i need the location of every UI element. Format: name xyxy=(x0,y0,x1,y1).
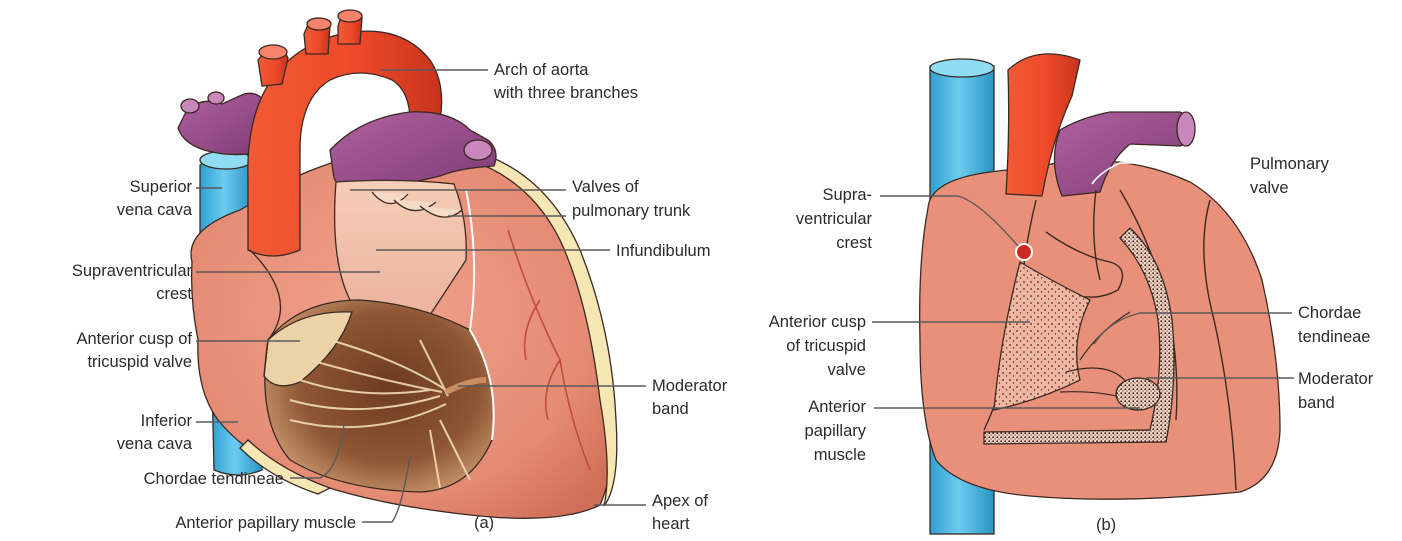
label-anterior-papillary-b-2: papillary xyxy=(805,422,867,440)
label-inferior-vena-cava-1: Inferior xyxy=(141,412,193,430)
label-arch-of-aorta-1: Arch of aorta xyxy=(494,61,589,79)
label-moderator-band-2: band xyxy=(652,400,689,418)
label-chordae-b-2: tendineae xyxy=(1298,328,1371,346)
label-valves-pulmonary-2: pulmonary trunk xyxy=(572,202,691,220)
label-infundibulum: Infundibulum xyxy=(616,242,710,260)
label-moderator-band-b-2: band xyxy=(1298,394,1335,412)
label-anterior-cusp-b-1: Anterior cusp xyxy=(769,313,866,331)
label-inferior-vena-cava-2: vena cava xyxy=(117,435,193,453)
label-anterior-cusp-1: Anterior cusp of xyxy=(76,330,192,348)
label-anterior-papillary-b-3: muscle xyxy=(814,446,866,464)
label-pulmonary-valve-1: Pulmonary xyxy=(1250,155,1330,173)
label-superior-vena-cava-2: vena cava xyxy=(117,201,193,219)
label-anterior-cusp-b-3: valve xyxy=(827,361,866,379)
label-supra-3: crest xyxy=(836,234,872,252)
label-moderator-band-b-1: Moderator xyxy=(1298,370,1374,388)
label-supraventricular-crest-2: crest xyxy=(156,285,192,303)
caption-a: (a) xyxy=(474,514,494,532)
panel-b-illustration xyxy=(920,54,1280,534)
label-chordae-tendineae-a: Chordae tendineae xyxy=(144,470,284,488)
label-valves-pulmonary-1: Valves of xyxy=(572,178,639,196)
label-supra-2: ventricular xyxy=(796,210,873,228)
label-chordae-b-1: Chordae xyxy=(1298,304,1361,322)
caption-b: (b) xyxy=(1096,516,1116,534)
label-anterior-papillary-b-1: Anterior xyxy=(808,398,866,416)
heart-body-b xyxy=(920,161,1280,500)
label-apex-of-heart-1: Apex of xyxy=(652,492,708,510)
label-anterior-papillary-muscle-a: Anterior papillary muscle xyxy=(175,514,356,532)
label-superior-vena-cava-1: Superior xyxy=(130,178,193,196)
label-pulmonary-valve-2: valve xyxy=(1250,179,1289,197)
label-apex-of-heart-2: heart xyxy=(652,515,690,533)
label-supraventricular-crest-1: Supraventricular xyxy=(72,262,193,280)
supraventricular-crest-marker xyxy=(1016,244,1032,260)
label-moderator-band-1: Moderator xyxy=(652,377,728,395)
label-arch-of-aorta-2: with three branches xyxy=(493,84,638,102)
label-anterior-cusp-2: tricuspid valve xyxy=(87,353,192,371)
label-supra-1: Supra- xyxy=(822,186,872,204)
label-anterior-cusp-b-2: of tricuspid xyxy=(786,337,866,355)
